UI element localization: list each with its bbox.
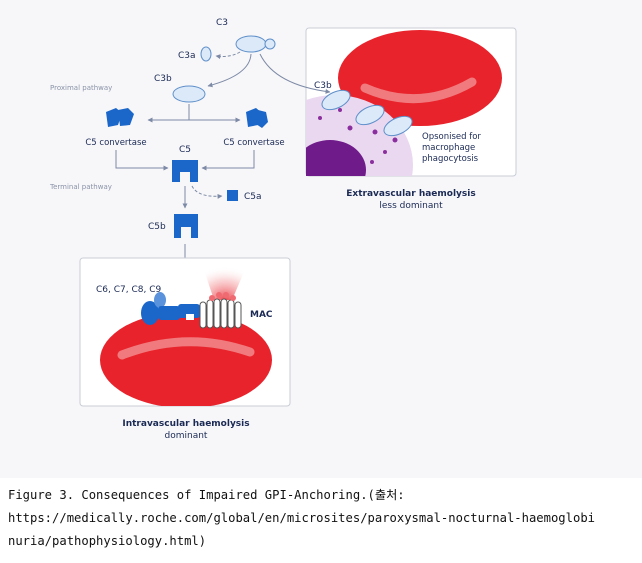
mac-glow — [200, 258, 250, 300]
mac-label: MAC — [250, 310, 273, 320]
c3-label: C3 — [216, 18, 228, 28]
c5-label: C5 — [179, 145, 191, 155]
intravascular-subtitle: dominant — [165, 431, 208, 441]
caption-line-2: https://medically.roche.com/global/en/mi… — [8, 511, 595, 525]
c3a-label: C3a — [178, 51, 196, 61]
terminal-pathway-label: Terminal pathway — [49, 183, 112, 191]
intravascular-title: Intravascular haemolysis — [122, 419, 249, 429]
extravascular-title: Extravascular haemolysis — [346, 189, 475, 199]
c3-molecule — [235, 35, 267, 53]
c5a-label: C5a — [244, 192, 262, 202]
c5b-molecule — [174, 214, 198, 238]
c5-convertase-left-label: C5 convertase — [85, 138, 146, 148]
proximal-pathway-label: Proximal pathway — [50, 84, 112, 92]
pathway-diagram: C3b Opsonised for macrophage phagocytosi… — [49, 18, 517, 441]
caption-line-3: nuria/pathophysiology.html) — [8, 534, 207, 548]
caption-line-1: Figure 3. Consequences of Impaired GPI-A… — [8, 488, 405, 502]
figure-caption: Figure 3. Consequences of Impaired GPI-A… — [8, 484, 638, 553]
opsonised-line-2: macrophage — [422, 143, 475, 153]
red-blood-cell-extravascular — [338, 30, 502, 126]
c5-convertase-right-label: C5 convertase — [223, 138, 284, 148]
red-blood-cell-intravascular — [100, 312, 272, 406]
c6-c9-label: C6, C7, C8, C9 — [96, 285, 161, 295]
c3b-molecule-3 — [383, 115, 413, 137]
c3a-molecule — [200, 46, 212, 62]
c5a-molecule — [227, 190, 238, 201]
extravascular-subtitle: less dominant — [379, 201, 443, 211]
macrophage-nucleus — [306, 140, 366, 176]
c5-convertase-right-shape — [246, 108, 268, 128]
mac-pore — [199, 292, 242, 329]
c5-convertase-left-shape — [106, 108, 134, 127]
c3b-molecule — [172, 85, 206, 103]
c5-molecule — [172, 160, 198, 182]
pathway-figure: C3b Opsonised for macrophage phagocytosi… — [49, 18, 517, 441]
c3b-molecule-1 — [321, 89, 351, 111]
c5b-label: C5b — [148, 222, 166, 232]
c3b-molecule-2 — [355, 104, 385, 126]
c3b-top-label: C3b — [154, 74, 172, 84]
terminal-complex-proteins — [141, 292, 200, 325]
opsonised-line-1: Opsonised for — [422, 132, 481, 142]
opsonised-line-3: phagocytosis — [422, 154, 479, 164]
c3b-right-label: C3b — [314, 81, 332, 91]
